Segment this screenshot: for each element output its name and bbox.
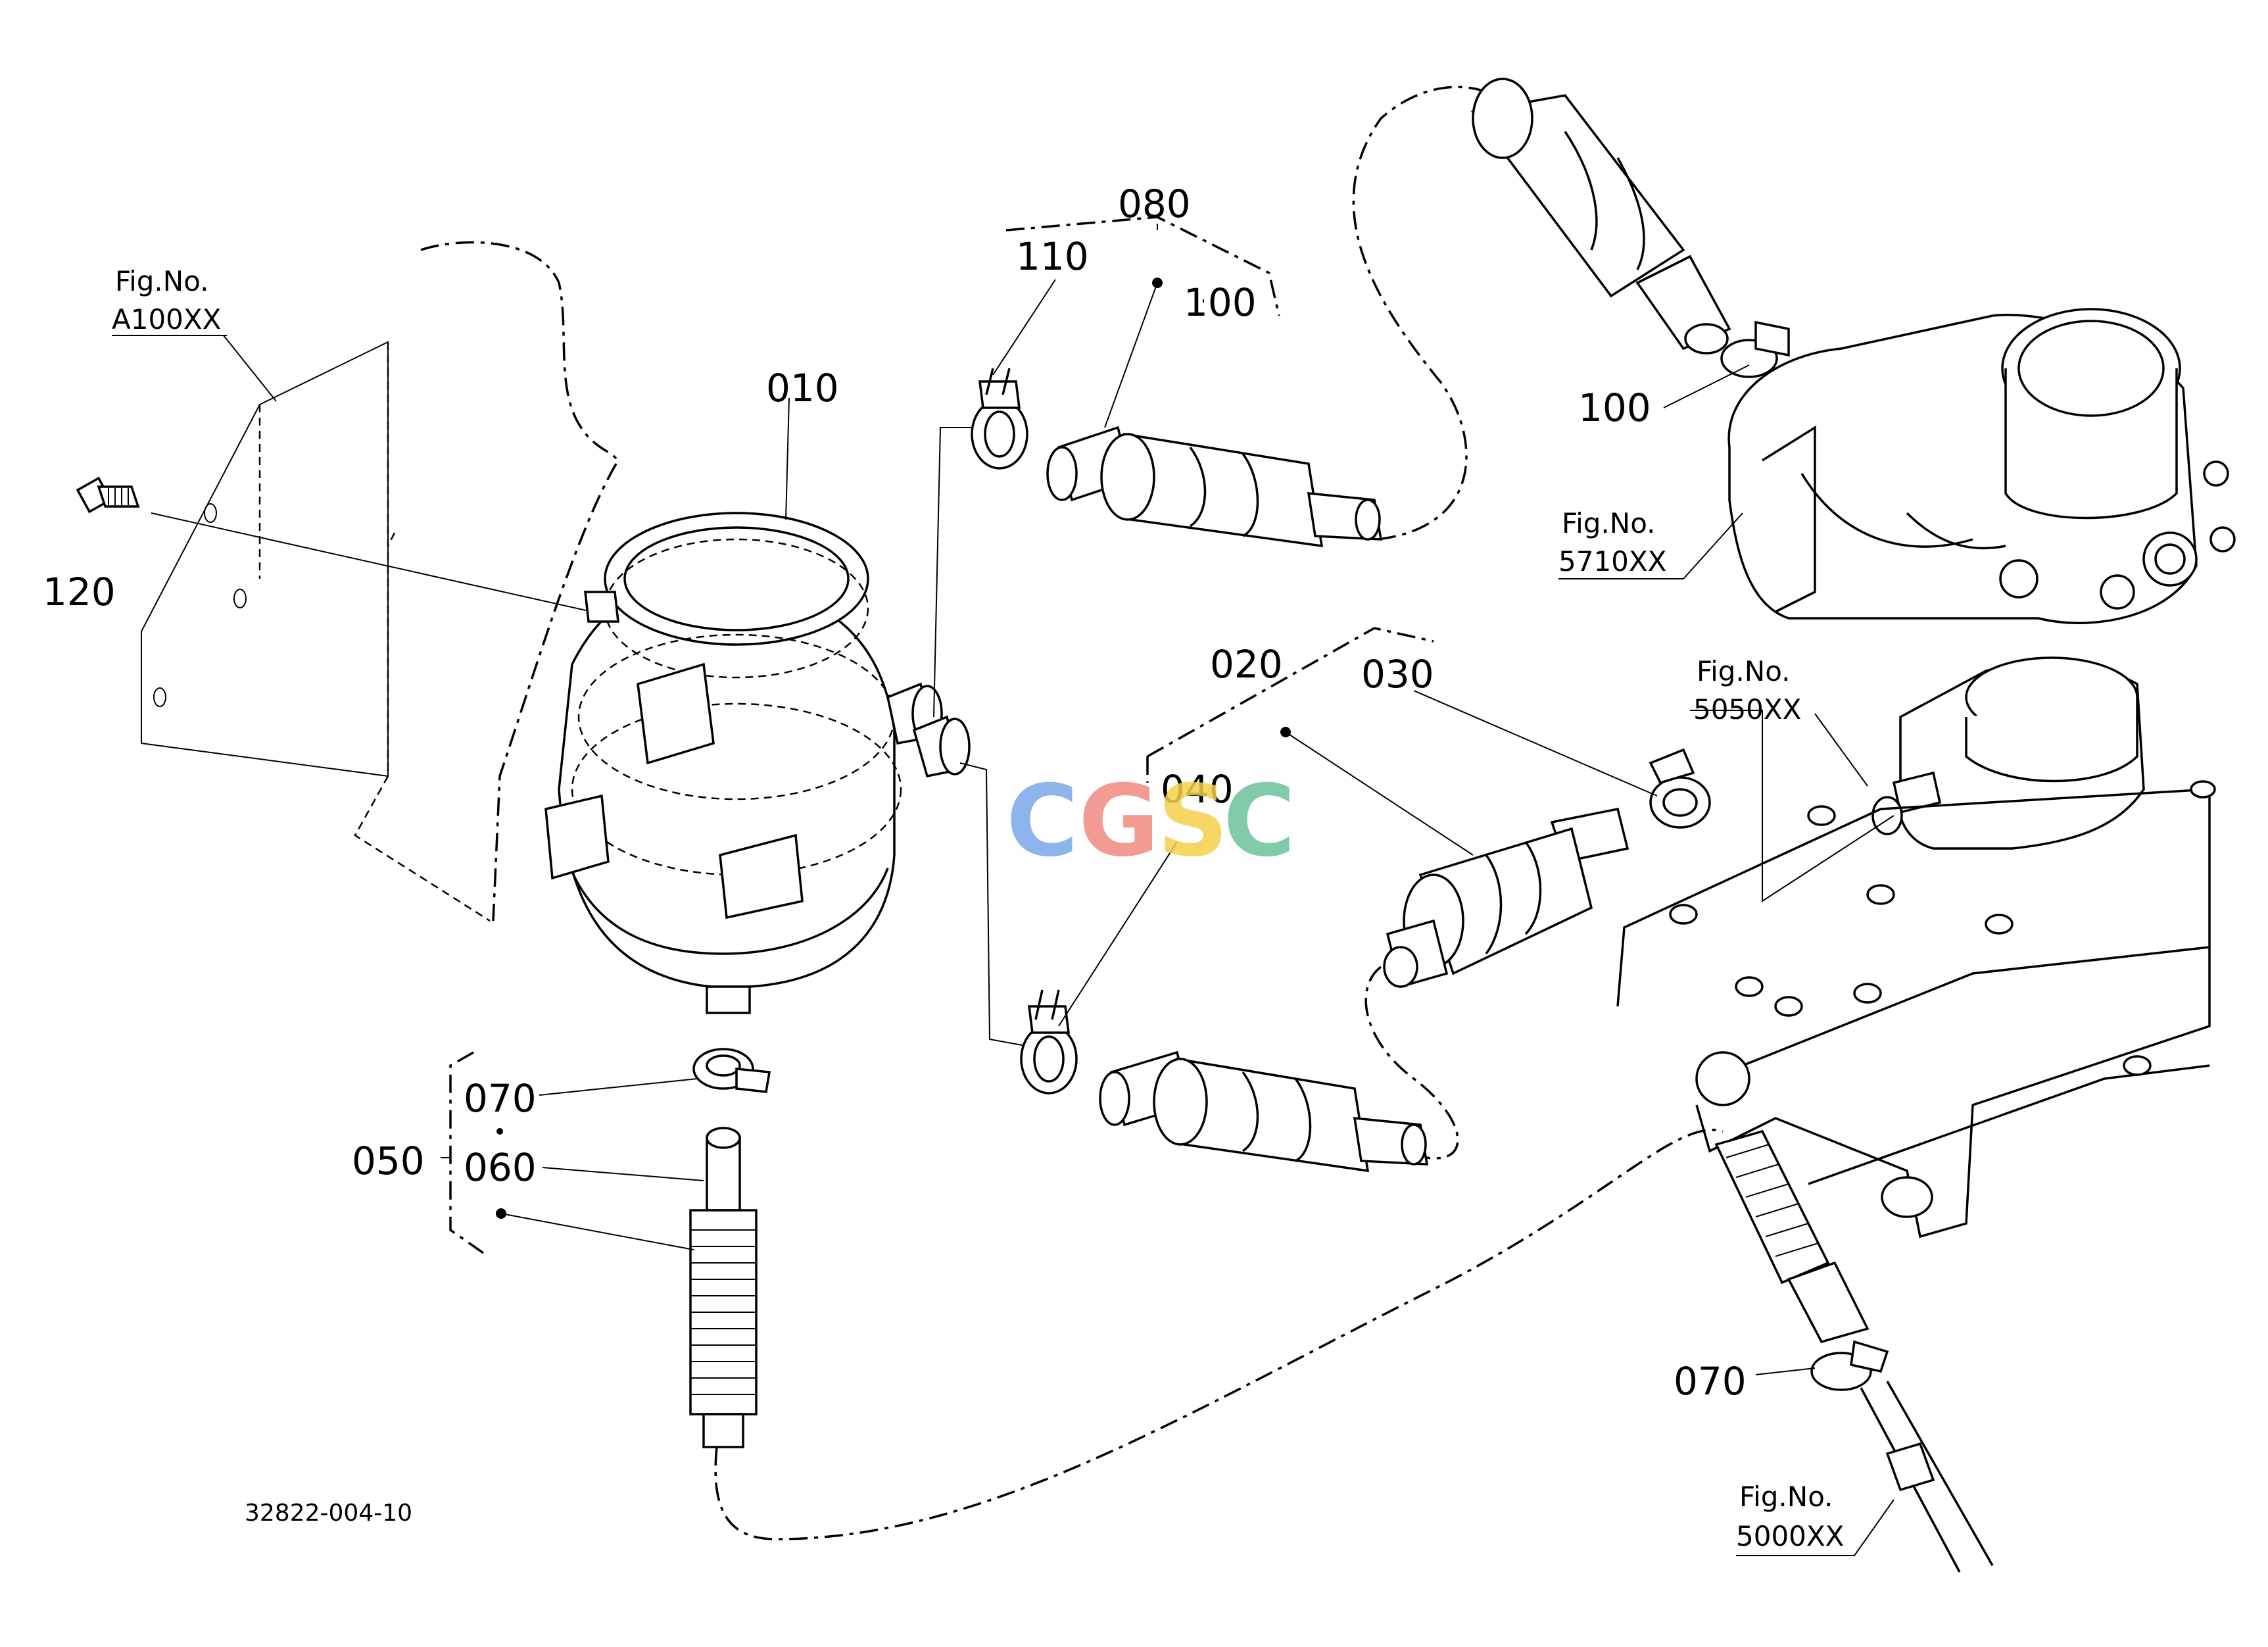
bolt-120-leader	[151, 512, 592, 612]
leader-110	[992, 279, 1056, 376]
watermark-letter: C	[1006, 764, 1078, 879]
leader-070-right	[1755, 1367, 1816, 1375]
fig-ref-A100: Fig.No. A100XX	[112, 265, 227, 336]
callout-070-left: 070	[464, 1076, 537, 1121]
callout-040: 040	[1161, 767, 1234, 812]
leader-5050	[1690, 710, 1894, 902]
watermark-letter: C	[1223, 764, 1295, 879]
separator-010	[544, 512, 971, 1014]
phantom-housing-outline	[420, 241, 620, 922]
leader-5710	[1558, 512, 1743, 579]
drawing-number: 32822-004-10	[245, 1500, 412, 1527]
hose-lower-right	[1714, 1129, 1870, 1344]
pipe-5000	[1860, 1381, 1994, 1573]
leader-100-lower	[1663, 364, 1750, 408]
watermark-letter: S	[1157, 764, 1228, 879]
clamp-070-right	[1810, 1340, 1889, 1391]
fig-ref-A100-number: A100XX	[112, 303, 221, 335]
hose-060	[689, 1127, 758, 1448]
leader-040	[1058, 841, 1178, 1027]
clamp-040	[1020, 989, 1078, 1094]
callout-080: 080	[1118, 182, 1191, 226]
hose-020	[1383, 807, 1629, 989]
fig-ref-5050: Fig.No. 5050XX	[1693, 655, 1801, 725]
leader-030	[1413, 690, 1658, 797]
callout-010: 010	[766, 366, 839, 410]
fig-ref-5050-number: 5050XX	[1693, 693, 1801, 725]
leader-5050-head	[1814, 713, 1868, 787]
leader-080-hose	[1104, 282, 1158, 428]
leader-010	[785, 397, 790, 520]
callout-100-upper: 100	[1184, 280, 1257, 325]
fig-ref-5000-label: Fig.No.	[1739, 1481, 1833, 1513]
clamp-030	[1649, 748, 1711, 829]
callout-100-lower: 100	[1578, 385, 1651, 430]
outlet-leader-lower	[959, 762, 1026, 1046]
clamp-110	[971, 368, 1028, 470]
fig-ref-A100-label: Fig.No.	[115, 265, 209, 297]
leader-060	[542, 1167, 704, 1181]
leader-A100	[223, 335, 277, 402]
cylinder-head	[1616, 780, 2216, 1239]
hose-080-upper	[1046, 426, 1383, 548]
hose-route-middle	[1364, 966, 1459, 1160]
fig-ref-5710-label: Fig.No.	[1562, 507, 1656, 539]
callout-070-right: 070	[1674, 1359, 1747, 1404]
callout-020: 020	[1210, 642, 1283, 687]
fig-ref-5050-label: Fig.No.	[1697, 655, 1791, 687]
callout-030: 030	[1361, 652, 1434, 697]
leader-5000	[1736, 1499, 1894, 1556]
callout-120: 120	[43, 570, 116, 614]
leader-050	[500, 1213, 694, 1250]
group-bracket-020	[1146, 627, 1434, 783]
leader-070-left	[539, 1078, 698, 1096]
callout-050: 050	[352, 1139, 425, 1183]
watermark-letter: G	[1078, 764, 1159, 879]
clamp-100-right	[1720, 320, 1790, 378]
dot-060	[496, 1128, 503, 1135]
fig-ref-5000: Fig.No. 5000XX	[1736, 1481, 1844, 1552]
bracket-plate	[141, 341, 491, 922]
head-cover-5050	[1871, 656, 2145, 850]
leader-020	[1285, 731, 1474, 856]
group-bracket-080	[1005, 216, 1280, 316]
callout-110: 110	[1016, 234, 1089, 279]
callout-060: 060	[464, 1145, 537, 1190]
hose-route-lower	[714, 1129, 1724, 1540]
fig-ref-5000-number: 5000XX	[1736, 1520, 1844, 1552]
hose-040	[1099, 1050, 1429, 1173]
hose-upper-right	[1470, 78, 1731, 355]
group-bracket-050	[449, 1051, 485, 1254]
clamp-070-left	[692, 1048, 771, 1093]
outlet-leader-upper	[933, 427, 973, 718]
fig-ref-5710-number: 5710XX	[1558, 545, 1666, 578]
fig-ref-5710: Fig.No. 5710XX	[1558, 507, 1666, 578]
bolt-120	[76, 476, 140, 514]
throttle-body-5710	[1727, 308, 2236, 624]
hose-route-upper	[1352, 86, 1527, 541]
